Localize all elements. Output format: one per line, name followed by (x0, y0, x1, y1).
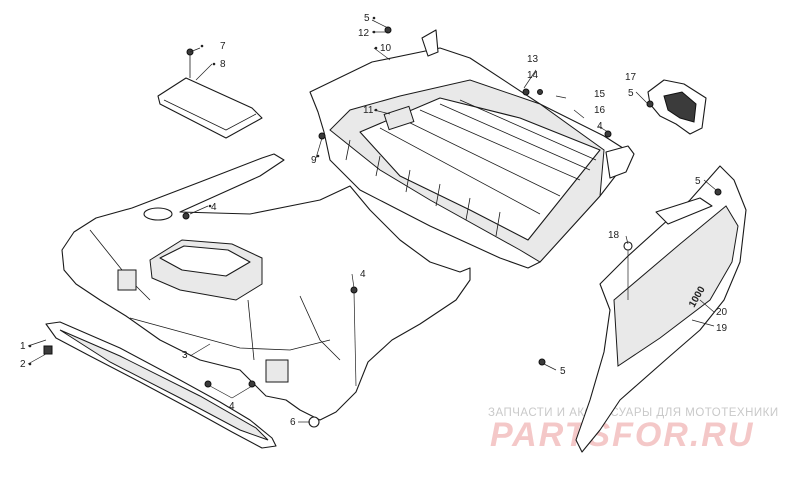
callout-4d: 4 (597, 121, 603, 132)
callout-12: 12 (358, 28, 370, 39)
callout-13: 13 (527, 54, 539, 65)
callout-11: 11 (363, 105, 374, 116)
side-panel: 1000 (575, 165, 747, 453)
callout-numbers: 1 2 3 4 4 4 4 5 5 5 5 6 7 8 9 10 11 12 1… (20, 13, 728, 428)
bracket-17 (646, 79, 707, 135)
callout-dots (28, 16, 378, 366)
callout-1: 1 (20, 341, 26, 352)
callout-4b: 4 (360, 269, 366, 280)
watermark-caption: ЗАПЧАСТИ И АКСЕССУАРЫ ДЛЯ МОТОТЕХНИКИ (488, 407, 779, 419)
callout-5c: 5 (695, 176, 701, 187)
callout-7: 7 (220, 41, 226, 52)
callout-19: 19 (716, 323, 728, 334)
callout-2: 2 (20, 359, 26, 370)
callout-16: 16 (594, 105, 606, 116)
callout-10: 10 (380, 43, 392, 54)
callout-3: 3 (182, 350, 188, 361)
fasteners (182, 26, 722, 428)
callout-4c: 4 (229, 401, 235, 412)
callout-5a: 5 (364, 13, 370, 24)
callout-20: 20 (716, 307, 728, 318)
callout-15: 15 (594, 89, 606, 100)
callout-17: 17 (625, 72, 637, 83)
callout-5d: 5 (560, 366, 566, 377)
rear-body-panel (61, 153, 471, 421)
watermark-brand: PARTSFOR.RU (490, 416, 754, 454)
lower-trim (43, 321, 277, 449)
cargo-box (309, 29, 635, 269)
storage-lid (157, 48, 263, 139)
callout-8: 8 (220, 59, 226, 70)
callout-5b: 5 (628, 88, 634, 99)
callout-9: 9 (311, 155, 317, 166)
callout-14: 14 (527, 70, 539, 81)
callout-4a: 4 (211, 202, 217, 213)
callout-6: 6 (290, 417, 296, 428)
callout-18: 18 (608, 230, 620, 241)
